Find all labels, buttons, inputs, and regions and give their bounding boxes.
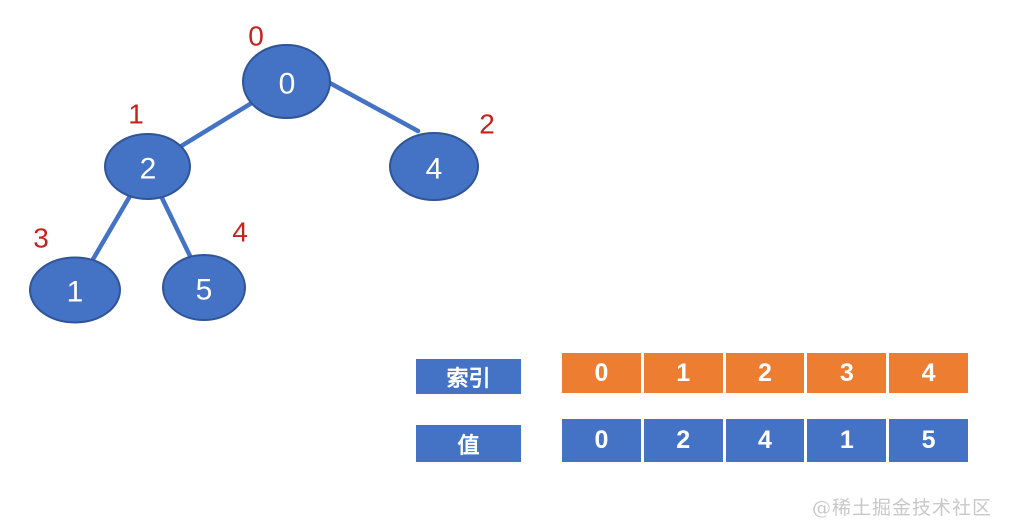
tree-node-left: 2 [104, 133, 191, 200]
index-row-label: 索引 [416, 359, 521, 394]
index-cell-0: 0 [562, 353, 641, 393]
index-cell-4: 4 [889, 353, 968, 393]
binary-tree-diagram: 0 2 4 1 5 0 1 2 3 4 [29, 21, 495, 324]
index-cell-3: 3 [807, 353, 887, 393]
tree-node-index-label: 0 [248, 21, 264, 52]
tree-node-ellipse [29, 256, 121, 324]
tree-node-leftright: 5 [162, 254, 246, 321]
tree-edge-root-right [325, 79, 421, 134]
value-row-label: 值 [416, 425, 521, 462]
tree-node-value: 2 [140, 153, 157, 186]
tree-node-value: 1 [67, 276, 84, 309]
tree-node-value: 0 [279, 68, 296, 101]
index-cell-1: 1 [643, 353, 723, 393]
tree-node-index-label: 1 [128, 99, 144, 130]
value-cell-0: 0 [562, 419, 641, 462]
value-cell-2: 4 [725, 419, 805, 462]
tree-node-index-label: 3 [33, 223, 49, 254]
tree-node-right: 4 [389, 132, 479, 201]
index-row-cells: 0 1 2 3 4 [562, 353, 968, 393]
value-cell-4: 5 [889, 419, 968, 462]
tree-node-value: 4 [426, 153, 443, 186]
tree-node-index-label: 4 [232, 217, 248, 248]
tree-node-root: 0 [242, 44, 331, 119]
tree-node-index-label: 2 [479, 109, 495, 140]
value-cell-3: 1 [807, 419, 887, 462]
watermark: @稀土掘金技术社区 [811, 497, 992, 519]
tree-node-value: 5 [196, 274, 213, 307]
value-row-cells: 0 2 4 1 5 [562, 419, 968, 462]
index-cell-2: 2 [725, 353, 805, 393]
value-cell-1: 2 [643, 419, 723, 462]
tree-node-leftleft: 1 [29, 256, 121, 324]
tree-node-ellipse [104, 133, 191, 200]
tree-node-ellipse [162, 254, 246, 321]
tree-node-ellipse [242, 44, 331, 119]
tree-node-ellipse [389, 132, 479, 201]
